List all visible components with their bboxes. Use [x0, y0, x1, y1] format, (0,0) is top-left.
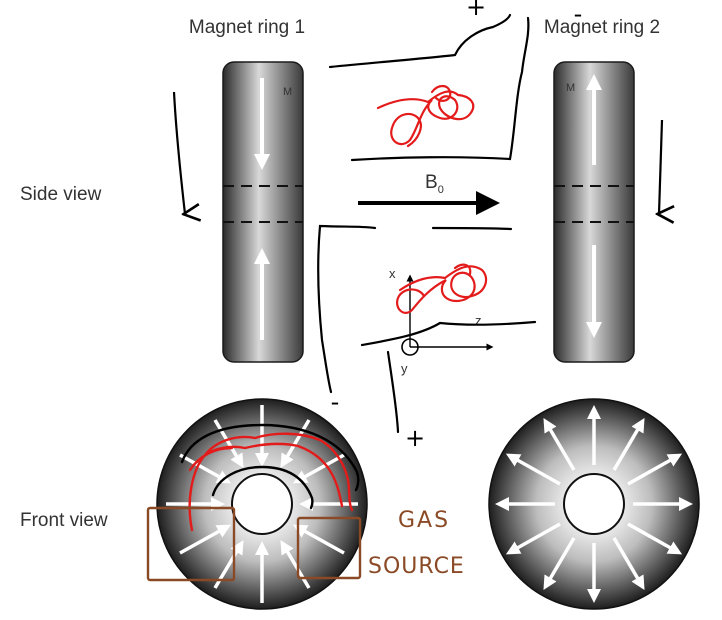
y-axis-out-of-page-symbol	[401, 338, 419, 356]
minus-sign-bottom: -	[331, 388, 340, 416]
magnetization-label-1: M	[283, 86, 292, 98]
hand-drawn-field-lines	[317, 13, 537, 434]
axis-z-label: z	[475, 313, 482, 328]
gas-source-box-left	[146, 506, 236, 582]
hand-drawn-arrow-right	[659, 119, 662, 214]
plus-sign-bottom: +	[405, 424, 425, 452]
axis-y-label: y	[401, 361, 408, 376]
red-trajectory-scribbles	[376, 84, 488, 314]
ring1-title: Magnet ring 1	[189, 17, 305, 38]
front-view-label: Front view	[20, 510, 108, 531]
gas-source-boxes	[146, 506, 362, 582]
magnetization-label-2: M	[566, 82, 575, 94]
hand-drawn-arcs	[180, 423, 360, 510]
minus-sign-top: -	[574, 0, 583, 28]
magnet-ring2-side: M	[553, 61, 635, 363]
ring1-center-hole	[231, 473, 293, 535]
plus-sign-top: +	[466, 0, 486, 21]
gas-label: GAS	[398, 508, 450, 533]
magnet-ring1-side: M	[222, 61, 304, 363]
side-view-label: Side view	[20, 184, 102, 205]
field-subscript: 0	[438, 184, 444, 196]
svg-text:B0: B0	[425, 172, 444, 196]
magnet-ring2-front	[488, 398, 700, 610]
ring2-title: Magnet ring 2	[544, 17, 660, 38]
hand-drawn-arrow-left	[172, 91, 185, 214]
axis-x-label: x	[389, 266, 396, 281]
source-label: SOURCE	[368, 554, 465, 579]
gas-source-box-right	[296, 516, 362, 580]
field-symbol: B	[425, 172, 438, 193]
field-arrow-b0: B0	[358, 172, 500, 215]
red-front-scribble	[188, 432, 354, 532]
ring2-center-hole	[563, 473, 625, 535]
